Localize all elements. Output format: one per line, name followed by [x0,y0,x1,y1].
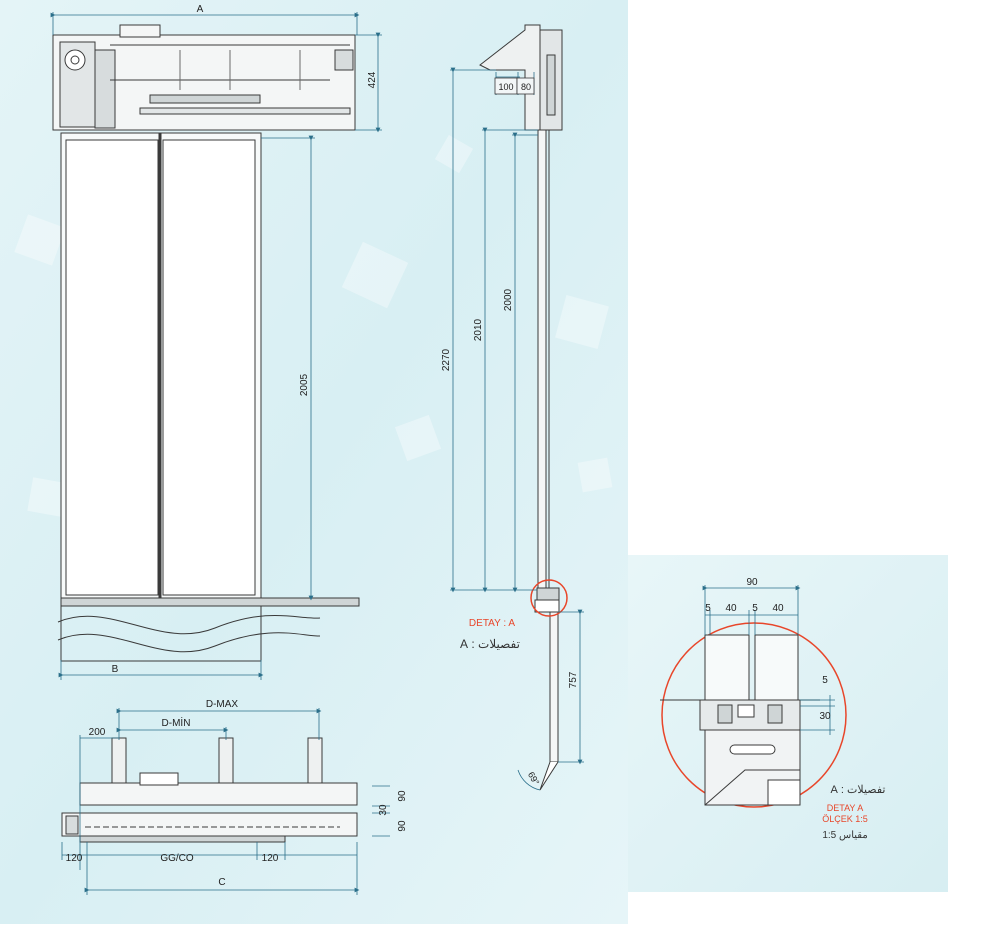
detail-a-marker [530,579,568,617]
dim-plan-ggco: GG/CO [160,853,194,864]
dim-side-2000: 2000 [503,288,514,311]
detail-scale-ar: مقياس 1:5 [822,830,867,841]
door-panel-right [162,139,256,596]
dim-plan-dmax: D-MAX [206,699,239,710]
dim-side-80: 80 [521,82,531,92]
dim-detail-5a: 5 [705,603,711,614]
dim-side-2270: 2270 [441,348,452,371]
dim-side-757: 757 [568,671,579,688]
apron [549,611,559,763]
front-dimensions [50,12,382,680]
plan-door-track [61,812,358,837]
plan-brackets [111,737,323,784]
detail-a-label: DETAY : A [469,618,515,629]
dim-front-door-height: 2005 [299,373,310,396]
dim-plan-90b: 90 [397,820,408,832]
detail-door-right [754,634,799,701]
plan-dimensions [61,708,390,895]
dim-side-2010: 2010 [473,318,484,341]
detail-a-circle [661,622,847,808]
dim-front-bottom: B [112,664,119,675]
detail-door-left [704,634,750,701]
dim-plan-200: 200 [89,727,106,738]
dim-plan-90a: 90 [397,790,408,802]
detail-label-tr: DETAY A [827,803,864,813]
dim-plan-30: 30 [378,804,389,816]
detail-scale-tr: ÖLÇEK 1:5 [822,814,868,824]
dim-side-100: 100 [498,82,513,92]
plan-view [61,737,358,843]
break-line [57,614,321,635]
plan-sill [79,782,358,806]
detail-a-label-ar: تفصيلات : A [460,637,520,651]
side-door-leaf [537,129,547,591]
dim-front-top: A [197,4,204,15]
door-panel-left [65,139,159,596]
dim-plan-120-left: 120 [66,853,83,864]
dim-detail-5c: 5 [822,675,828,686]
front-view [52,24,360,662]
dim-detail-40b: 40 [772,603,784,614]
dim-plan-120-right: 120 [262,853,279,864]
dim-front-head: 424 [367,71,378,88]
detail-label-ar: تفصيلات : A [831,784,886,796]
dim-plan-c: C [218,877,225,888]
detail-dimensions [702,585,835,735]
side-view [479,24,568,791]
dim-detail-30: 30 [819,711,831,722]
dim-detail-total: 90 [746,577,758,588]
dim-plan-dmin: D-MİN [162,716,191,729]
detail-a-view [660,622,847,808]
dim-detail-40a: 40 [725,603,737,614]
dim-detail-5b: 5 [752,603,758,614]
